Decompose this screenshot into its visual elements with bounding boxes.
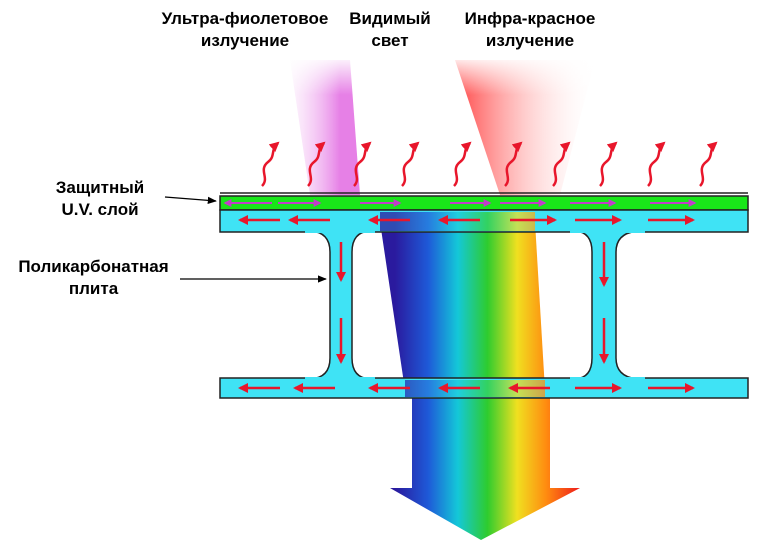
ir-radiation-label-line2: излучение — [485, 31, 575, 50]
wavy-up-arrow-icon — [261, 141, 280, 187]
wavy-up-arrow-icon — [353, 141, 372, 187]
uv-radiation-label-line2: излучение — [200, 31, 290, 50]
visible-spectrum-through — [380, 222, 545, 390]
uv-layer-label: Защитный U.V. слой — [40, 177, 160, 221]
uv-radiation-label-line1: Ультра-фиолетовое — [161, 9, 329, 28]
uv-layer-label-line1: Защитный — [55, 178, 145, 197]
visible-light-label-line2: свет — [371, 31, 409, 50]
incoming-light — [270, 55, 620, 195]
down-arrow-icon — [390, 395, 580, 540]
ir-radiation-label-line1: Инфра-красное — [464, 9, 596, 28]
visible-light-label: Видимый свет — [340, 8, 440, 52]
uv-layer-label-line2: U.V. слой — [61, 200, 139, 219]
escaping-heat — [261, 141, 718, 187]
wavy-up-arrow-icon — [552, 141, 571, 187]
label-pointers — [164, 196, 327, 283]
wavy-up-arrow-icon — [699, 141, 718, 187]
transmitted-light — [380, 222, 580, 540]
ir-radiation-label: Инфра-красное излучение — [450, 8, 610, 52]
wavy-up-arrow-icon — [599, 141, 618, 187]
uv-radiation-label: Ультра-фиолетовое излучение — [150, 8, 340, 52]
right-rib — [574, 230, 641, 380]
wavy-up-arrow-icon — [647, 141, 666, 187]
wavy-up-arrow-icon — [504, 141, 523, 187]
polycarbonate-plate-label: Поликарбонатная плита — [6, 256, 181, 300]
polycarbonate-plate-label-line1: Поликарбонатная — [18, 257, 169, 276]
wavy-up-arrow-icon — [307, 141, 326, 187]
rib-arrows — [336, 242, 609, 364]
visible-light-label-line1: Видимый — [349, 9, 431, 28]
uv-layer-pointer — [164, 196, 217, 204]
wavy-up-arrow-icon — [401, 141, 420, 187]
polycarbonate-plate-label-line2: плита — [68, 279, 119, 298]
wavy-up-arrow-icon — [453, 141, 472, 187]
